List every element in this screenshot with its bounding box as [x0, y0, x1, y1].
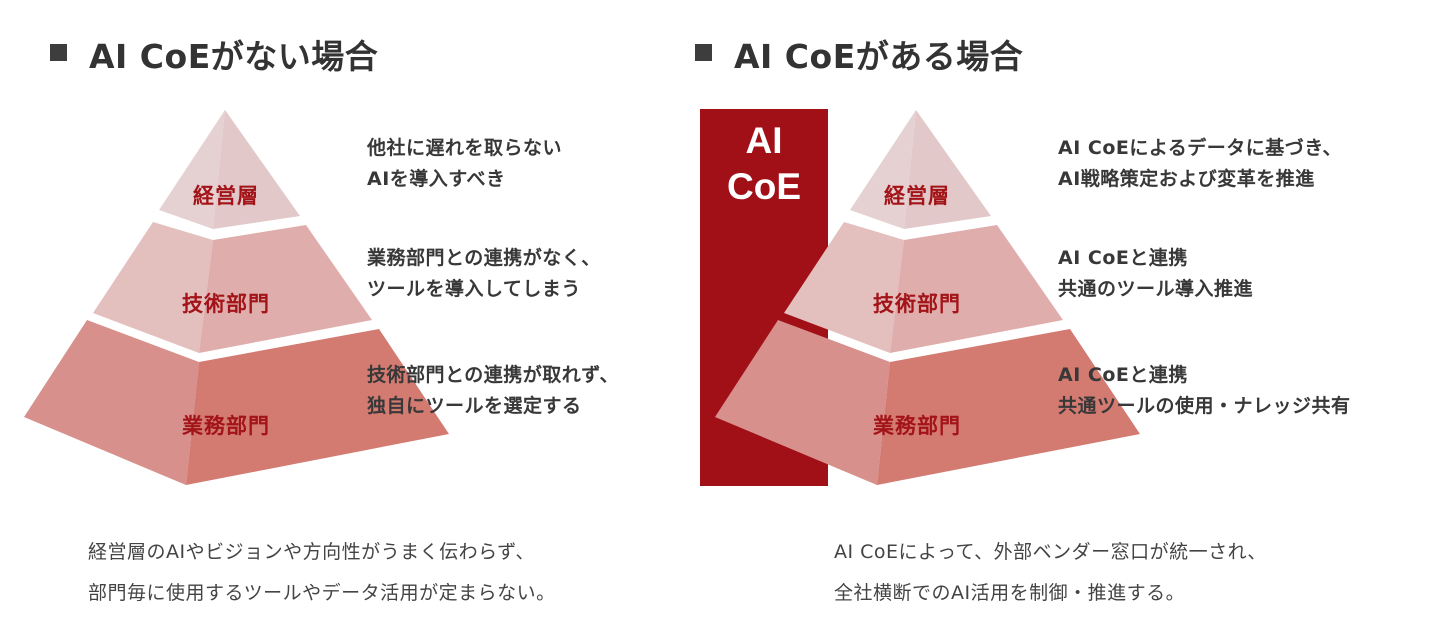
left-tier-label-tech: 技術部門: [182, 292, 270, 316]
right-note-executive: AI CoEによるデータに基づき、 AI戦略策定および変革を推進: [1058, 137, 1342, 190]
right-tier-business: [715, 320, 1140, 485]
right-tier-tech: [784, 222, 1063, 353]
left-summary: 経営層のAIやビジョンや方向性がうまく伝わらず、 部門毎に使用するツールやデータ…: [88, 541, 556, 604]
right-note-tech: AI CoEと連携 共通のツール導入推進: [1058, 247, 1254, 300]
right-heading: AI CoEがある場合: [695, 30, 1023, 78]
left-note-executive: 他社に遅れを取らない AIを導入すべき: [367, 137, 563, 190]
right-summary: AI CoEによって、外部ベンダー窓口が統一され、 全社横断でのAI活用を制御・…: [834, 541, 1267, 604]
left-tier-executive: [159, 110, 300, 229]
ai-coe-label: AI CoE: [727, 120, 801, 207]
right-tier-label-business: 業務部門: [873, 414, 961, 438]
left-tier-label-executive: 経営層: [193, 184, 259, 208]
left-note-business: 技術部門との連携が取れず、 独自にツールを選定する: [367, 364, 619, 417]
square-bullet-icon: [695, 44, 712, 61]
left-heading: AI CoEがない場合: [50, 30, 378, 78]
square-bullet-icon: [50, 44, 67, 61]
left-note-tech: 業務部門との連携がなく、 ツールを導入してしまう: [367, 247, 601, 300]
left-tier-tech: [93, 222, 372, 353]
right-tier-label-tech: 技術部門: [873, 292, 961, 316]
right-note-business: AI CoEと連携 共通ツールの使用・ナレッジ共有: [1058, 364, 1351, 417]
left-tier-label-business: 業務部門: [182, 414, 270, 438]
right-tier-label-executive: 経営層: [884, 184, 950, 208]
left-tier-business: [24, 320, 449, 485]
right-tier-executive: [850, 110, 991, 229]
